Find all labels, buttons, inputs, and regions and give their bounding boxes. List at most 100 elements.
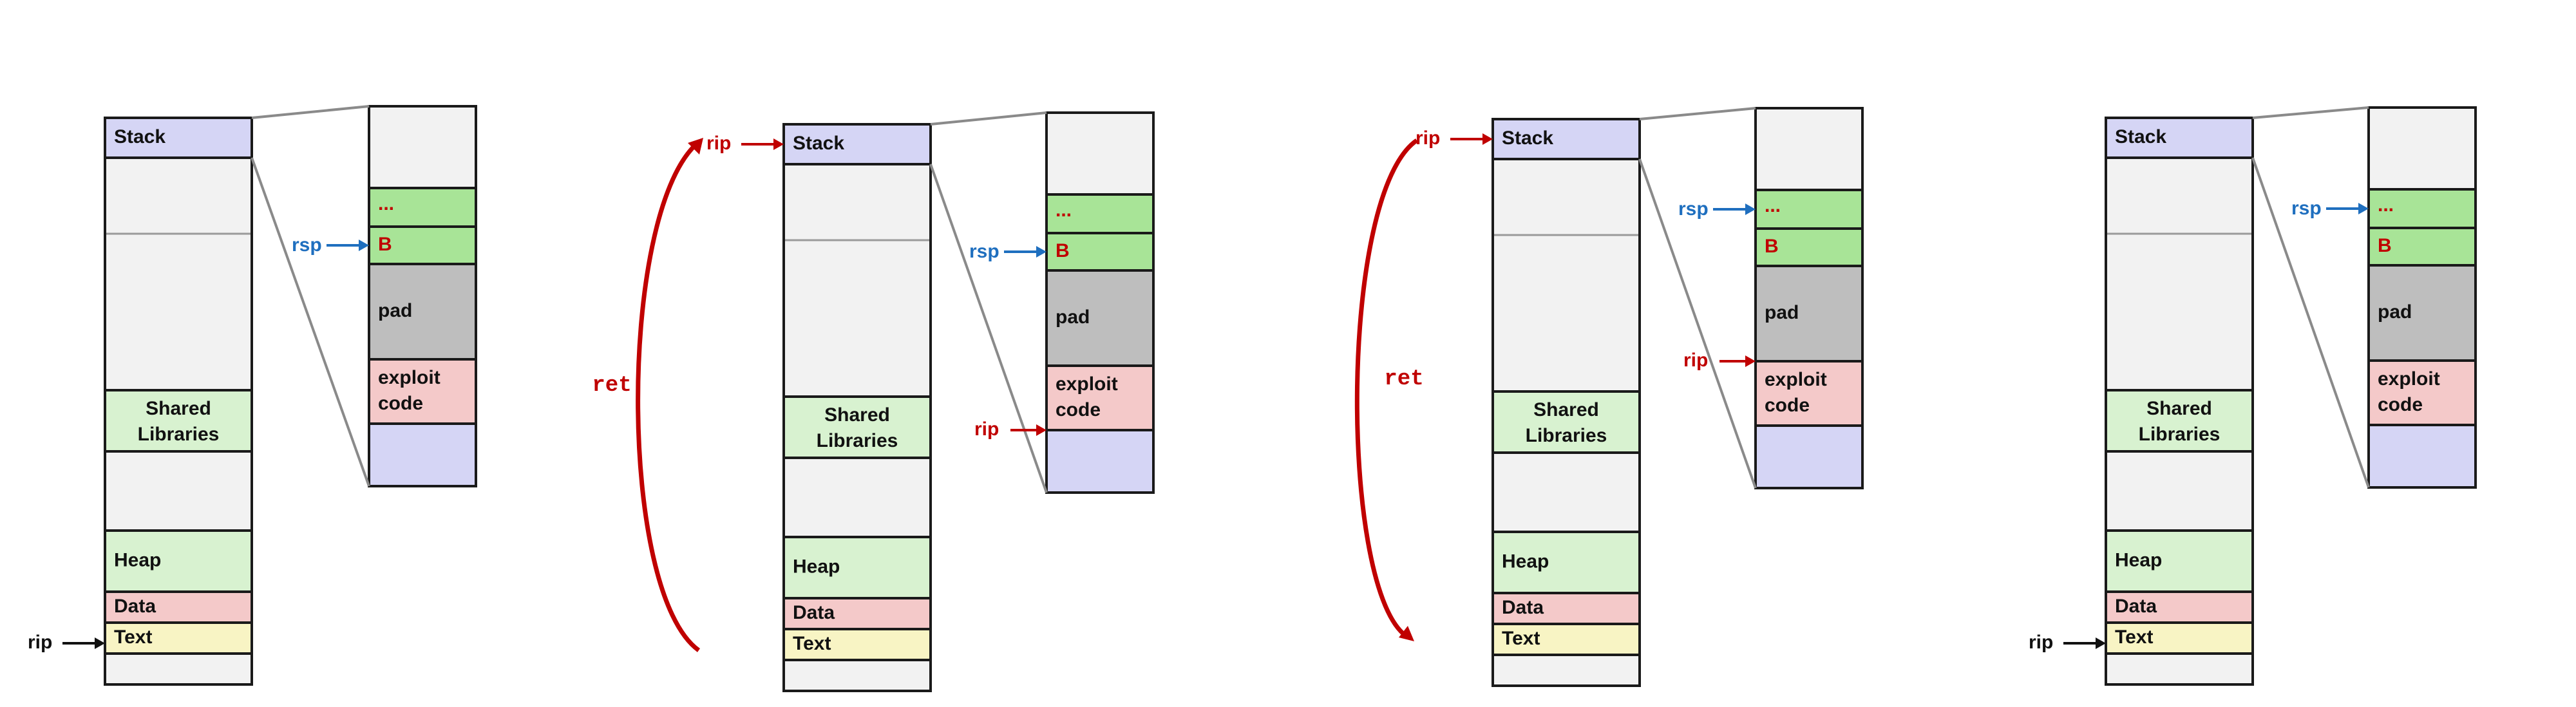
frame-bottom-slot	[368, 422, 477, 487]
zoom-line	[2252, 106, 2369, 119]
zoom-line	[929, 164, 1048, 493]
text-label: Text	[114, 627, 152, 648]
return-address-b-slot	[1045, 232, 1155, 272]
padding-slot	[2367, 264, 2477, 362]
zoom-line	[251, 157, 370, 487]
rsp-arrow-head	[1036, 246, 1046, 258]
rip-arrow	[1010, 424, 1046, 436]
frame-ellipsis-slot	[368, 187, 477, 228]
return-address-b-slot	[368, 225, 477, 265]
transition-2-3: ret	[1354, 138, 1424, 641]
rsp-arrow-head	[1745, 203, 1756, 215]
rip-stack-arrow-head	[773, 138, 784, 150]
empty-region	[784, 164, 931, 240]
shared-libraries-label: Libraries	[138, 424, 220, 445]
exploit-code-slot	[368, 358, 477, 425]
empty-region	[104, 652, 253, 686]
rip-arrow	[1719, 355, 1756, 367]
data-segment	[1492, 592, 1641, 625]
frame-unused	[2367, 106, 2477, 191]
rsp-arrow-head	[2358, 203, 2369, 214]
rsp-arrow	[1713, 203, 1756, 215]
rsp-arrow	[1004, 246, 1046, 258]
return-address-b-slot	[2367, 227, 2477, 267]
shared-libraries-label: Libraries	[1526, 425, 1607, 446]
empty-region	[1493, 235, 1640, 391]
shared-libraries-label: Shared	[146, 398, 211, 419]
shared-libraries-label: Libraries	[2139, 424, 2221, 445]
shared-libraries-label: Shared	[1533, 399, 1599, 420]
stack-label: Stack	[1502, 127, 1553, 149]
ret-arc-head	[1399, 626, 1414, 641]
panel-4: StackSharedLibrariesHeapDataText...Bpade…	[2029, 106, 2477, 686]
empty-region	[1492, 451, 1641, 533]
ellipsis-label: ...	[1056, 200, 1072, 221]
shared-libraries-segment	[2105, 389, 2254, 453]
ret-arc	[1354, 138, 1418, 636]
rip-arrow-head	[1745, 355, 1756, 367]
ellipsis-label: ...	[1765, 195, 1781, 216]
data-label: Data	[793, 602, 835, 623]
empty-region	[2106, 158, 2253, 234]
frame-unused	[1754, 107, 1864, 191]
empty-region	[2105, 652, 2254, 686]
empty-region	[782, 659, 932, 692]
exploit-label: code	[378, 393, 423, 414]
b-label: B	[2378, 235, 2392, 256]
empty-region	[104, 450, 253, 532]
shared-libraries-label: Shared	[824, 404, 890, 426]
pad-label: pad	[1765, 302, 1799, 323]
rsp-arrow	[2326, 203, 2369, 214]
empty-region	[2106, 234, 2253, 390]
stack-label: Stack	[2115, 126, 2166, 147]
return-address-b-slot	[1754, 227, 1864, 267]
zoom-line	[1638, 158, 1757, 489]
b-label: B	[378, 234, 392, 255]
panel-1: StackSharedLibrariesHeapDataText...Bpade…	[28, 105, 477, 686]
unmapped-region-outline	[104, 156, 253, 391]
rsp-arrow-head	[359, 240, 369, 251]
empty-region	[1492, 654, 1641, 687]
rip-arrow-head	[95, 637, 105, 649]
b-label: B	[1765, 236, 1779, 257]
empty-region	[782, 457, 932, 538]
rip-pointer-label: rip	[974, 419, 999, 440]
heap-label: Heap	[2115, 549, 2162, 570]
exploit-code-slot	[1754, 360, 1864, 427]
stack-label: Stack	[114, 126, 166, 147]
rsp-pointer-label: rsp	[969, 241, 999, 262]
empty-region	[105, 234, 252, 390]
rip-arrow	[62, 637, 105, 649]
zoom-line	[251, 105, 370, 119]
data-segment	[104, 590, 253, 624]
text-label: Text	[2115, 627, 2153, 648]
rsp-pointer-label: rsp	[292, 234, 322, 256]
zoom-line	[930, 111, 1047, 126]
heap-label: Heap	[1502, 551, 1549, 572]
exploit-label: exploit	[378, 367, 440, 388]
exploit-code-slot	[1045, 364, 1155, 431]
frame-unused	[1045, 111, 1155, 196]
unmapped-region-outline	[782, 163, 932, 398]
empty-region	[105, 158, 252, 234]
padding-slot	[368, 263, 477, 361]
frame-bottom-slot	[2367, 424, 2477, 489]
heap-label: Heap	[793, 556, 840, 577]
padding-slot	[1754, 265, 1864, 363]
rip-pointer-label: rip	[28, 632, 52, 653]
data-label: Data	[1502, 597, 1544, 618]
shared-libraries-segment	[104, 389, 253, 453]
empty-region	[1493, 159, 1640, 235]
pad-label: pad	[1056, 306, 1090, 328]
padding-slot	[1045, 269, 1155, 367]
rsp-pointer-label: rsp	[1678, 198, 1709, 220]
ret-label: ret	[592, 373, 631, 398]
rip-stack-arrow-head	[1482, 133, 1493, 145]
rip-stack-label: rip	[706, 133, 731, 154]
